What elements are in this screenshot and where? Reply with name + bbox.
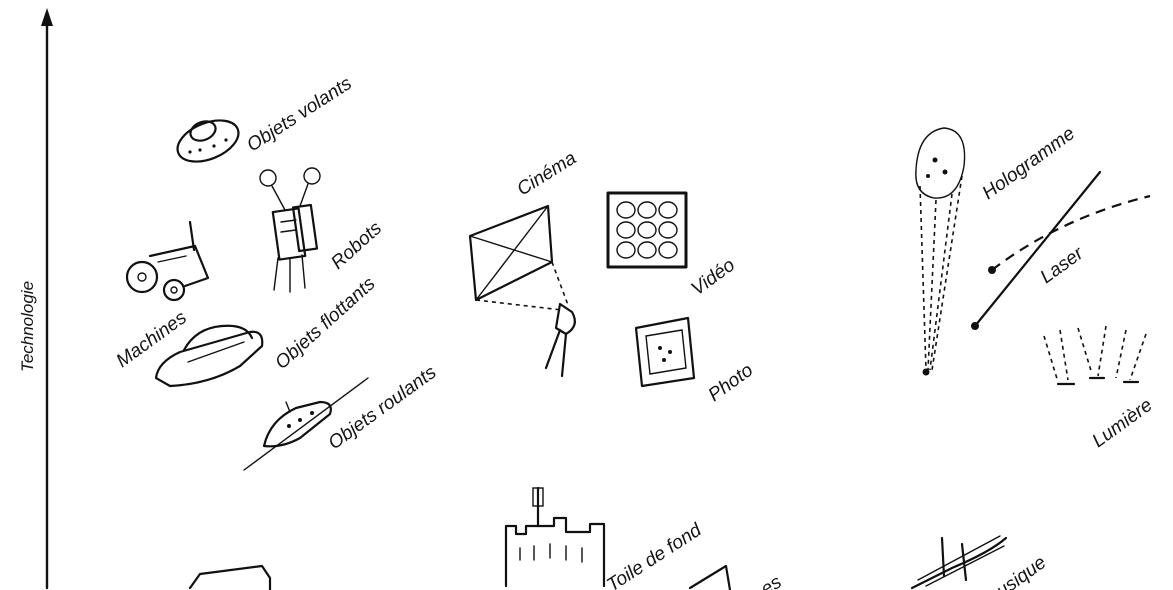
tractor-icon [127, 222, 208, 300]
robot-icon [260, 168, 320, 292]
photo-frame-icon [636, 318, 694, 386]
hologram-icon [916, 128, 965, 376]
label-cinema: Cinéma [514, 148, 581, 201]
label-laser: Laser [1037, 243, 1088, 288]
technology-axis [41, 8, 53, 588]
partial-frame-icon [690, 566, 730, 590]
label-partial-es: es [757, 571, 786, 590]
axis-arrow-icon [41, 8, 53, 26]
label-objets-volants: Objets volants [243, 73, 356, 156]
label-lumiere: Lumière [1089, 395, 1157, 452]
label-objets-roulants: Objets roulants [325, 362, 441, 454]
label-robots: Robots [327, 217, 386, 273]
label-video: Vidéo [688, 255, 739, 300]
partial-box-icon [190, 566, 270, 590]
castle-backdrop-icon [506, 488, 604, 586]
light-icon [1044, 326, 1146, 384]
label-objets-flottants: Objets flottants [271, 273, 380, 374]
label-machines: Machines [113, 307, 192, 372]
music-icon [912, 536, 1006, 588]
label-photo: Photo [705, 360, 758, 406]
label-toile-de-fond: Toile de fond [603, 519, 706, 590]
axis-label: Technologie [18, 281, 37, 372]
label-hologramme: Hologramme [979, 123, 1079, 204]
flying-saucer-icon [172, 112, 245, 169]
cinema-screen-icon [470, 206, 575, 376]
label-partial-musique: usique [993, 552, 1051, 590]
video-screen-icon [608, 193, 686, 267]
